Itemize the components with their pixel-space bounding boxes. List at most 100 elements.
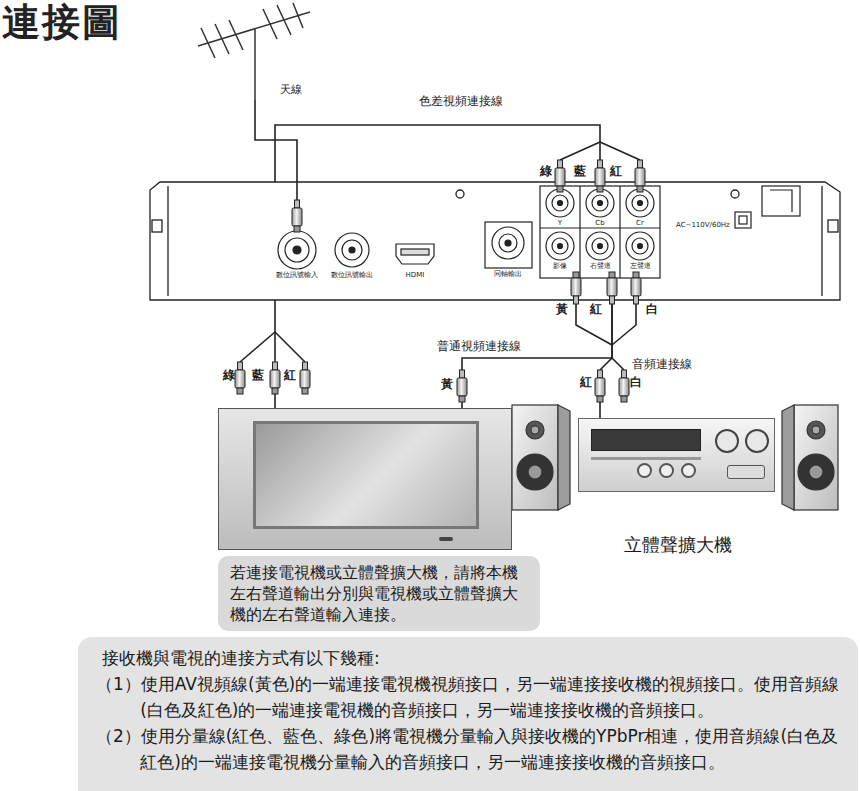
amp-strip: [591, 457, 701, 460]
tv-set: 綠藍紅: [218, 408, 512, 550]
rca-plug: [292, 200, 302, 232]
receiver-jacks: [505, 240, 511, 246]
speaker: [794, 405, 838, 510]
antenna: [254, 28, 256, 100]
rca-plug: [595, 160, 605, 192]
antenna: [293, 3, 303, 28]
cable-wire: [240, 142, 640, 370]
receiver-jacks: [598, 244, 603, 249]
receiver-node: YCbCr數位訊號輸入數位訊號輸出HDMI同軸輸出影像右聲道左聲道AC~110V…: [150, 182, 840, 300]
antenna: [201, 28, 215, 58]
receiver-jacks: [485, 222, 532, 268]
tv-screen: [253, 421, 479, 529]
plug-color-label: 紅: [590, 303, 602, 317]
receiver-jacks: [558, 244, 563, 249]
receiver-jacks: [626, 232, 654, 260]
receiver-jacks: [638, 201, 643, 206]
receiver-jacks: [739, 216, 747, 224]
receiver-jacks: [540, 227, 660, 228]
port-label: 數位訊號輸入: [276, 271, 318, 279]
receiver-jacks: [546, 189, 574, 217]
amp-button: [659, 463, 674, 478]
cable-wire: [576, 304, 612, 345]
receiver-jacks: [552, 238, 568, 254]
receiver-jacks: [540, 186, 660, 278]
cable-wire: [600, 142, 640, 160]
port-label: Cb: [595, 219, 604, 227]
speaker: [531, 426, 539, 434]
receiver-jacks: [349, 247, 355, 253]
receiver-jacks: [499, 234, 517, 252]
speaker: [512, 405, 558, 510]
receiver-jacks: [619, 186, 620, 278]
rca-plug: [457, 370, 467, 402]
receiver-jacks: [638, 244, 643, 249]
amp-jack-panel: [727, 465, 765, 479]
receiver-panel: [821, 186, 822, 296]
receiver-panel: [152, 220, 162, 232]
port-label: 數位訊號輸出: [331, 271, 373, 279]
plug-color-label: 紅: [610, 165, 622, 179]
receiver-jacks: [598, 201, 603, 206]
amp-display: [591, 429, 701, 451]
rca-plug: [635, 160, 645, 192]
info-item: （1）使用AV視頻線(黃色)的一端連接電視機視頻接口，另一端連接接收機的視頻接口…: [96, 671, 844, 723]
speaker: [782, 405, 794, 510]
receiver-jacks: [278, 231, 316, 269]
port-label: 左聲道: [630, 262, 651, 270]
receiver-panel: [456, 190, 464, 198]
speaker: [809, 465, 823, 479]
rca-plug: [235, 362, 245, 394]
receiver-panel: [828, 220, 838, 232]
receiver-jacks: [762, 186, 800, 216]
port-label: Y: [558, 219, 562, 227]
receiver-jacks: [492, 227, 524, 259]
cable-wire: [612, 304, 636, 345]
rca-plug: [607, 272, 617, 304]
plug-color-label: 藍: [252, 369, 264, 383]
speaker: [798, 454, 834, 490]
port-label: 同軸輸出: [494, 270, 522, 278]
info-item: （2）使用分量線(紅色、藍色、綠色)將電視機分量輸入與接收機的YPbPr相連，使…: [96, 723, 844, 775]
speaker: [812, 426, 820, 434]
cable-label: 色差視頻連接線: [418, 95, 504, 109]
port-label: 影像: [553, 262, 567, 270]
receiver-jacks: [293, 246, 301, 254]
cable-label: 音頻連接線: [631, 358, 693, 372]
port-label: Cr: [636, 219, 644, 227]
antenna: [277, 5, 291, 35]
antenna: [215, 24, 229, 54]
antenna: [198, 3, 310, 100]
port-label: AC~110V/60Hz: [676, 221, 730, 229]
plug-color-label: 黃: [556, 303, 568, 317]
rca-plug: [631, 272, 641, 304]
antenna: [263, 9, 277, 39]
receiver-jacks: [552, 195, 568, 211]
rca-plug: [300, 362, 310, 394]
speaker: [807, 421, 825, 439]
receiver-jacks: [770, 190, 792, 212]
receiver-jacks: [592, 238, 608, 254]
amplifier: 立體聲擴大機: [578, 418, 775, 492]
receiver-jacks: [546, 232, 574, 260]
receiver-jacks: [401, 249, 429, 255]
info-heading: 接收機與電視的連接方式有以下幾種:: [96, 645, 844, 671]
plug-color-label: 紅: [284, 369, 296, 383]
rca-plug: [555, 160, 565, 192]
note-text: 若連接電視機或立體聲擴大機，請將本機左右聲道輸出分別與電視機或立體聲擴大機的左右…: [230, 562, 528, 625]
receiver-jacks: [335, 233, 369, 267]
speaker: [526, 421, 544, 439]
note-callout: 若連接電視機或立體聲擴大機，請將本機左右聲道輸出分別與電視機或立體聲擴大機的左右…: [218, 556, 540, 631]
speaker: [517, 454, 553, 490]
receiver-jacks: [285, 238, 309, 262]
speaker: [512, 405, 838, 510]
receiver-jacks: [396, 244, 434, 264]
rca-plug: [619, 370, 629, 402]
cable-wire: [240, 332, 275, 362]
receiver-jacks: [579, 186, 580, 278]
receiver-jacks: [586, 189, 614, 217]
receiver-jacks: [586, 232, 614, 260]
amp-knob: [715, 429, 739, 453]
info-panel: 接收機與電視的連接方式有以下幾種:（1）使用AV視頻線(黃色)的一端連接電視機視…: [78, 637, 858, 791]
plug-color-label: 藍: [574, 165, 586, 179]
